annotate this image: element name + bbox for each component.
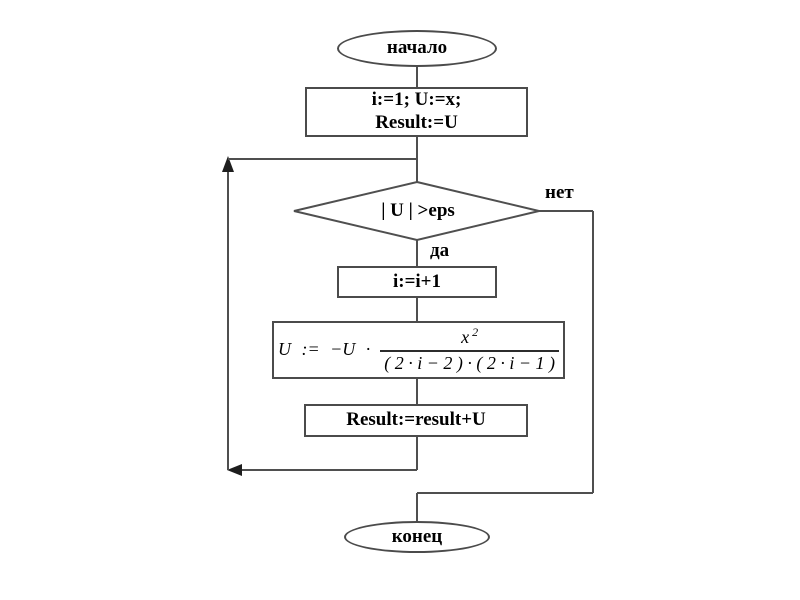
loop-up-arrowhead-icon	[222, 156, 234, 172]
start-label: начало	[386, 37, 448, 59]
formula-denominator: ( 2 · i − 2 ) · ( 2 · i − 1 )	[380, 350, 560, 375]
init-line2: Result:=U	[375, 112, 458, 133]
start-terminator: начало	[337, 30, 497, 67]
accumulate-label: Result:=result+U	[346, 409, 486, 431]
end-label: конец	[391, 525, 443, 547]
decision-condition-label: | U | >eps	[381, 200, 455, 221]
increment-label: i:=i+1	[392, 270, 442, 292]
formula-exponent: 2	[472, 325, 479, 340]
branch-yes-label: да	[428, 240, 452, 262]
formula-lhs: U := −U ·	[277, 339, 371, 360]
init-line1: i:=1; U:=x;	[371, 89, 462, 111]
decision-diamond	[293, 180, 540, 242]
init-process-box: i:=1; U:=x; Result:=U	[305, 87, 528, 137]
loop-left-arrowhead-icon	[227, 464, 242, 476]
end-terminator: конец	[344, 521, 490, 553]
branch-no-label: нет	[543, 182, 576, 204]
increment-process-box: i:=i+1	[337, 266, 497, 298]
accumulate-process-box: Result:=result+U	[304, 404, 528, 437]
